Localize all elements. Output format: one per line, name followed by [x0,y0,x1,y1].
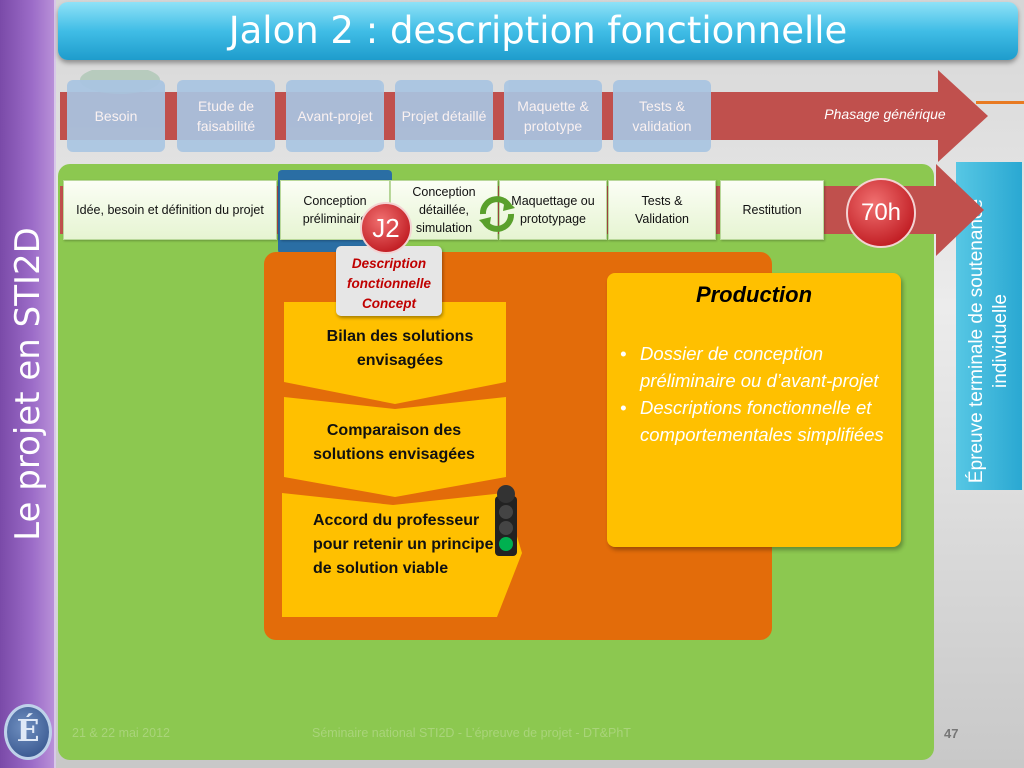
step-bilan-label: Bilan des solutions envisagées [326,328,474,369]
footer-event: Séminaire national STI2D - L’épreuve de … [312,726,631,740]
phase-projet-detaille: Projet détaillé [395,80,493,152]
cycle-arrows-icon [479,196,515,232]
phase-besoin: Besoin [67,80,165,152]
chevron-accord [282,493,522,617]
milestone-badge: J2 [360,202,412,254]
duration-badge: 70h [846,178,916,248]
phase-tests: Tests & validation [613,80,711,152]
seal-logo: É [4,704,52,760]
traffic-light-icon [495,485,517,556]
phase-avant-projet: Avant-projet [286,80,384,152]
phase-maquette: Maquette & prototype [504,80,602,152]
production-item: Descriptions fonctionnelle et comporteme… [618,394,894,448]
step-comparaison-label: Comparaison des solutions envisagées [313,422,475,463]
phase-faisabilite: Etude de faisabilité [177,80,275,152]
page-number: 47 [944,726,959,741]
phasage-label: Phasage générique [824,106,946,122]
left-band [0,0,56,768]
title-bar [58,2,1018,60]
step-idee: Idée, besoin et définition du projet [63,180,277,240]
production-title: Production [695,282,813,307]
side-title: Le projet en STI2D [8,227,48,541]
page-title: Jalon 2 : description fonctionnelle [228,9,848,52]
step-restitution: Restitution [720,180,824,240]
production-list: Dossier de conception préliminaire ou d’… [618,340,894,448]
chevron-comparaison [284,397,506,497]
step-accord-label: Accord du professeur pour retenir un pri… [313,512,494,577]
production-item: Dossier de conception préliminaire ou d’… [618,340,894,394]
orange-line [976,101,1024,104]
chevron-bilan [284,302,506,404]
footer-date: 21 & 22 mai 2012 [72,726,170,740]
concept-tag: Description fonctionnelle Concept [336,246,442,316]
step-maquettage: Maquettage ou prototypage [499,180,607,240]
step-tests-validation: Tests & Validation [608,180,716,240]
